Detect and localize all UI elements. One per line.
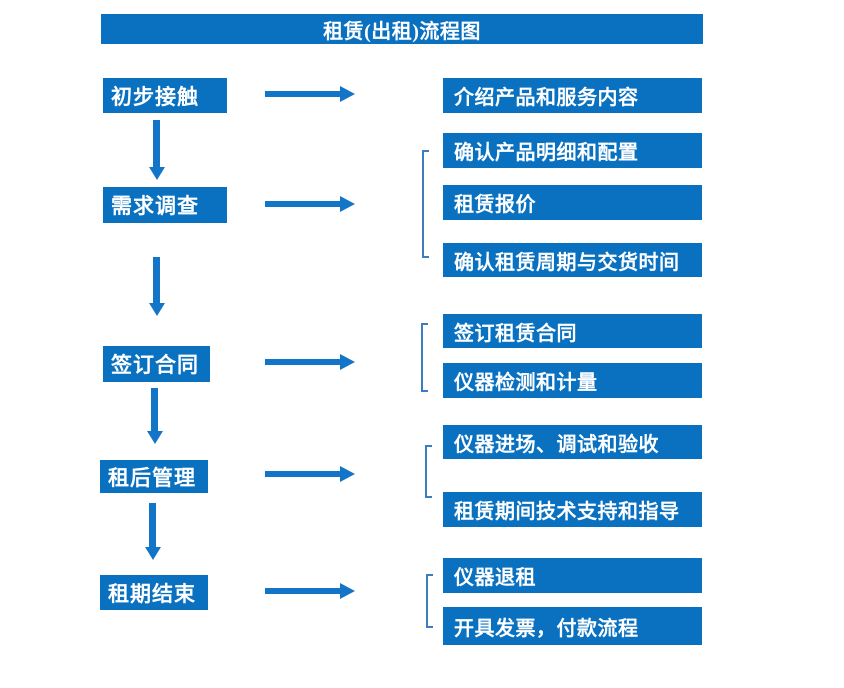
- arrow-down-4: [145, 503, 161, 560]
- arrow-shaft: [265, 91, 341, 97]
- detail-box-tech-support: 租赁期间技术支持和指导: [443, 492, 702, 527]
- arrow-head-icon: [340, 354, 355, 370]
- detail-box-introduce-products: 介绍产品和服务内容: [443, 78, 702, 113]
- stage-box-sign-contract: 签订合同: [103, 346, 210, 382]
- arrow-head-icon: [149, 167, 165, 180]
- arrow-head-icon: [340, 86, 355, 102]
- arrow-shaft: [265, 201, 341, 207]
- arrow-head-icon: [145, 547, 161, 560]
- arrow-head-icon: [149, 303, 165, 316]
- bracket-group-demand-survey: [422, 150, 429, 258]
- flowchart-title: 租赁(出租)流程图: [101, 14, 703, 44]
- bracket-group-post-rental: [425, 445, 432, 498]
- detail-box-confirm-product-spec: 确认产品明细和配置: [443, 133, 702, 168]
- stage-box-post-rental: 租后管理: [100, 460, 208, 493]
- arrow-right-4: [265, 466, 355, 482]
- arrow-head-icon: [340, 583, 355, 599]
- arrow-head-icon: [147, 431, 163, 444]
- detail-box-sign-rental-contract: 签订租赁合同: [443, 314, 702, 348]
- arrow-shaft: [153, 257, 160, 303]
- arrow-right-1: [265, 86, 355, 102]
- detail-box-confirm-period: 确认租赁周期与交货时间: [443, 243, 702, 277]
- detail-box-invoice-payment: 开具发票，付款流程: [443, 607, 702, 645]
- detail-box-rental-quote: 租赁报价: [443, 185, 702, 220]
- stage-box-rental-end: 租期结束: [100, 575, 208, 610]
- arrow-right-3: [265, 354, 355, 370]
- detail-box-instrument-return: 仪器退租: [443, 558, 702, 593]
- arrow-shaft: [151, 388, 158, 431]
- bracket-group-rental-end: [426, 574, 433, 628]
- arrow-shaft: [265, 359, 341, 365]
- arrow-right-2: [265, 196, 355, 212]
- arrow-head-icon: [340, 466, 355, 482]
- arrow-down-3: [147, 388, 163, 444]
- arrow-shaft: [265, 588, 341, 594]
- stage-box-initial-contact: 初步接触: [103, 78, 227, 113]
- arrow-shaft: [265, 471, 341, 477]
- detail-box-instrument-setup: 仪器进场、调试和验收: [443, 425, 702, 459]
- arrow-right-5: [265, 583, 355, 599]
- arrow-head-icon: [340, 196, 355, 212]
- arrow-down-2: [149, 257, 165, 316]
- arrow-down-1: [149, 120, 165, 180]
- bracket-group-sign-contract: [421, 323, 428, 392]
- stage-box-demand-survey: 需求调查: [103, 187, 227, 223]
- detail-box-instrument-testing: 仪器检测和计量: [443, 363, 702, 398]
- arrow-shaft: [149, 503, 156, 547]
- arrow-shaft: [153, 120, 160, 167]
